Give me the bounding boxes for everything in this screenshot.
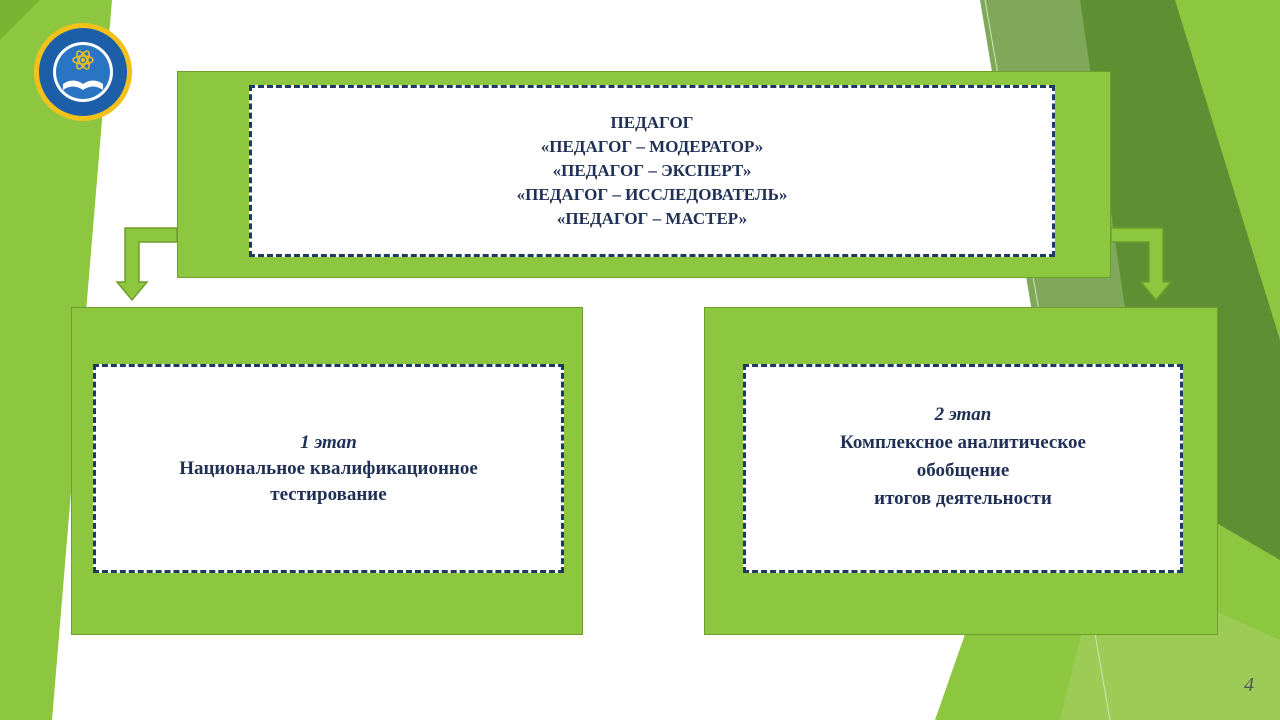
category-line: «ПЕДАГОГ – МАСТЕР» [556,209,748,228]
stage2-description-line: итогов деятельности [874,488,1052,509]
stage1-title: 1 этап [300,431,357,453]
stage2-description-line: Комплексное аналитическое [840,432,1086,453]
stage1-description-line: тестирование [270,483,387,505]
category-line: «ПЕДАГОГ – МОДЕРАТОР» [540,137,764,156]
category-line: «ПЕДАГОГ – ЭКСПЕРТ» [552,161,752,180]
stage1-box: 1 этап Национальное квалификационное тес… [93,364,564,573]
left-arrow-icon [115,227,178,302]
stage2-box: 2 этап Комплексное аналитическое обобщен… [743,364,1183,573]
right-arrow-icon [1110,227,1173,302]
teacher-categories-box: ПЕДАГОГ «ПЕДАГОГ – МОДЕРАТОР» «ПЕДАГОГ –… [249,85,1055,257]
category-line: ПЕДАГОГ [610,113,694,132]
stage2-title: 2 этап [934,404,992,425]
stage1-description-line: Национальное квалификационное [179,457,478,479]
stage2-description-line: обобщение [916,460,1010,481]
page-number: 4 [1244,674,1254,696]
category-line: «ПЕДАГОГ – ИССЛЕДОВАТЕЛЬ» [516,185,788,204]
ministry-emblem-icon [34,23,132,121]
